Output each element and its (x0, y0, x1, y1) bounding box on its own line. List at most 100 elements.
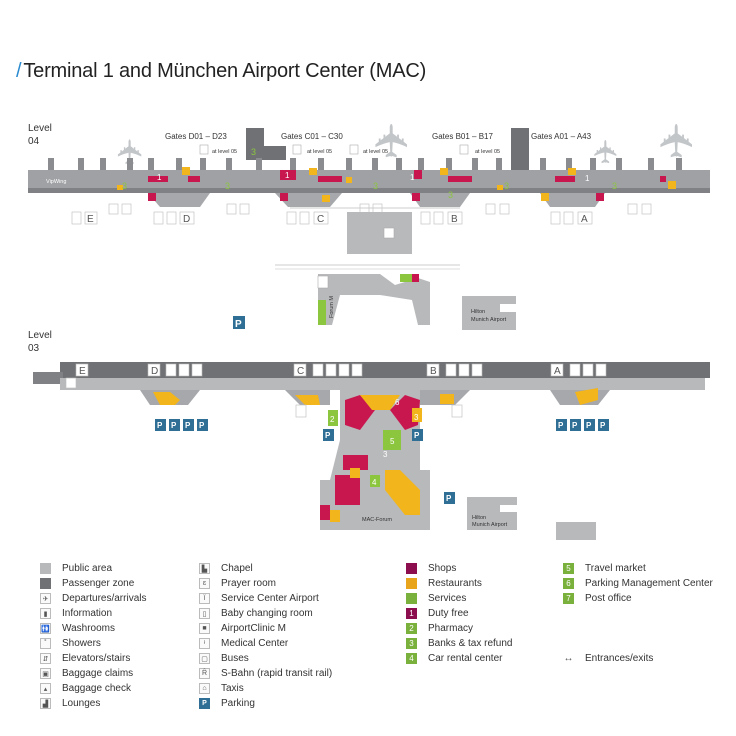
svg-text:3: 3 (612, 181, 617, 191)
hilton03-label-2: Munich Airport (472, 522, 508, 528)
svg-text:3: 3 (251, 147, 256, 157)
lounge-icon (459, 144, 469, 155)
parking-icon[interactable] (233, 316, 245, 329)
shop-block (412, 274, 419, 282)
level03-letter-boxes (65, 363, 564, 389)
legend-public-area: Public area (40, 561, 146, 576)
svg-text:1: 1 (585, 174, 590, 183)
level04-shops (117, 167, 676, 202)
vipwing-label: VipWing (46, 179, 66, 185)
svg-text:P: P (558, 421, 564, 430)
level04-dutyfree-markers: 1 1 1 1 (157, 171, 590, 183)
legend-lounges: ▟Lounges (40, 696, 146, 711)
svg-text:2: 2 (330, 415, 335, 424)
lounge-icon (292, 144, 302, 155)
svg-text:P: P (325, 431, 331, 440)
svg-text:B: B (451, 214, 458, 225)
title-text: Terminal 1 and München Airport Center (M… (23, 60, 427, 82)
services-block (318, 300, 326, 325)
svg-text:A: A (581, 214, 588, 225)
svg-text:P: P (586, 421, 592, 430)
legend-column-1: Public area Passenger zone ✈Departures/a… (40, 561, 146, 711)
service-center-icon: ǐ (199, 593, 210, 604)
level03-concourse-light (60, 378, 705, 390)
svg-text:P: P (157, 421, 163, 430)
level04-concourse (28, 170, 710, 188)
prayer-room-icon: ɛ (199, 578, 210, 589)
medical-center-icon: ꜟ (199, 638, 210, 649)
level04-label: Level (28, 123, 52, 134)
parking-label: P (235, 319, 242, 330)
svg-text:6: 6 (395, 398, 400, 407)
svg-text:3: 3 (383, 450, 388, 459)
gates-a-label: Gates A01 – A43 (531, 132, 592, 141)
svg-text:3: 3 (414, 413, 419, 422)
svg-text:3: 3 (225, 181, 230, 191)
legend-baggage-check: ▴Baggage check (40, 681, 146, 696)
svg-text:3: 3 (122, 181, 127, 191)
legend-passenger-zone: Passenger zone (40, 576, 146, 591)
svg-text:P: P (446, 494, 452, 503)
plane-icon: ✈ (651, 121, 703, 160)
legend-showers: ˚Showers (40, 636, 146, 651)
entrances-exits-icon: ↔ (563, 653, 574, 664)
svg-text:3: 3 (373, 181, 378, 191)
pharmacy-badge: 2 (406, 623, 417, 634)
hilton-label-2: Munich Airport (471, 317, 507, 323)
level03-parking[interactable]: P P P P P P P P P P P (155, 419, 609, 504)
lounges-icon: ▟ (40, 698, 51, 709)
svg-text:3: 3 (504, 181, 509, 191)
svg-text:1: 1 (285, 171, 290, 180)
car-rental-building (556, 522, 596, 540)
services-block (400, 274, 412, 282)
shops-swatch (406, 563, 417, 574)
chapel-icon: ▙ (199, 563, 210, 574)
travel-market-badge: 5 (563, 563, 574, 574)
svg-text:E: E (79, 366, 86, 377)
chapel-icon (383, 227, 395, 239)
level04-concourse-edge (28, 188, 710, 193)
level03-number: 03 (28, 343, 40, 354)
svg-text:B: B (430, 366, 437, 377)
level03-west-end (33, 372, 63, 384)
mac-shops (320, 395, 422, 522)
mac-markers: 2 3 3 5 3 4 6 (330, 398, 419, 487)
lounge-icon (199, 144, 209, 155)
svg-text:E: E (87, 214, 94, 225)
hilton03-label-1: Hilton (472, 515, 486, 521)
svg-text:5: 5 (390, 437, 395, 446)
svg-text:D: D (183, 214, 190, 225)
taxi-icon: ⌂ (199, 683, 210, 694)
services-swatch (406, 593, 417, 604)
mac-forum-label: MAC-Forum (362, 517, 392, 523)
gates-b-label: Gates B01 – B17 (432, 132, 493, 141)
baby-changing-icon: ▯ (199, 608, 210, 619)
level03-label: Level (28, 330, 52, 341)
svg-text:at level 05: at level 05 (363, 149, 388, 155)
prayer-room-icon (349, 144, 359, 155)
gates-d-label: Gates D01 – D23 (165, 132, 227, 141)
gate-fingers (48, 158, 682, 173)
svg-text:1: 1 (157, 173, 162, 182)
forum-m-label: Forum M (329, 296, 335, 318)
legend-baggage-claims: ▣Baggage claims (40, 666, 146, 681)
hilton-building (462, 296, 516, 330)
building-block (246, 146, 286, 160)
legend-elevators: ⇵Elevators/stairs (40, 651, 146, 666)
post-office-badge: 7 (563, 593, 574, 604)
taxi-bus-icons (108, 203, 652, 215)
forum-m-building (318, 274, 430, 325)
svg-text:C: C (297, 366, 304, 377)
parking-management-badge: 6 (563, 578, 574, 589)
svg-text:P: P (414, 431, 420, 440)
level03-restaurants (153, 388, 598, 405)
departures-arrivals-icon: ✈ (40, 593, 51, 604)
banks-badge: 3 (406, 638, 417, 649)
central-building (347, 212, 412, 254)
clinic-icon: ■ (199, 623, 210, 634)
title-slash: / (16, 60, 22, 82)
level05-notes: at level 05 at level 05 at level 05 at l… (199, 144, 500, 155)
